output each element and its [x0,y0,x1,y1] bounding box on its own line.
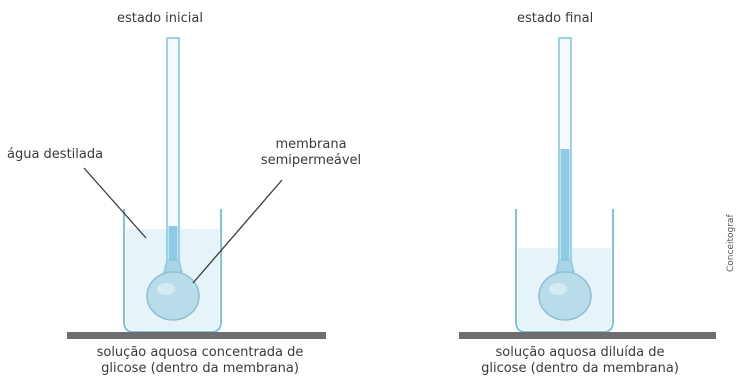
membrane-leader-line [192,179,283,284]
right-title: estado final [517,11,594,26]
membrane-label-line2: semipermeável [260,153,362,168]
left-caption: solução aquosa concentrada de glicose (d… [40,345,360,377]
membrane-label-line1: membrana [275,137,347,152]
image-credit: Conceitograf [726,214,736,272]
right-tube-liquid [560,149,570,264]
left-apparatus [123,37,222,333]
water-leader-line [83,167,147,239]
left-membrane-neck [163,259,183,273]
right-caption-line2: glicose (dentro da membrana) [481,361,679,376]
left-caption-line2: glicose (dentro da membrana) [101,361,299,376]
left-caption-line1: solução aquosa concentrada de [96,345,304,360]
water-label: água destilada [7,147,104,162]
membrane-label: membrana semipermeável [246,137,376,169]
right-caption-line1: solução aquosa diluída de [495,345,665,360]
right-membrane-bulb [538,271,592,321]
right-membrane-neck [555,259,575,273]
left-membrane-bulb [146,271,200,321]
left-base-plate [67,332,326,339]
right-caption: solução aquosa diluída de glicose (dentr… [435,345,725,377]
left-title: estado inicial [117,11,203,26]
right-base-plate [459,332,716,339]
left-tube-liquid [168,226,178,264]
right-apparatus [515,37,614,333]
